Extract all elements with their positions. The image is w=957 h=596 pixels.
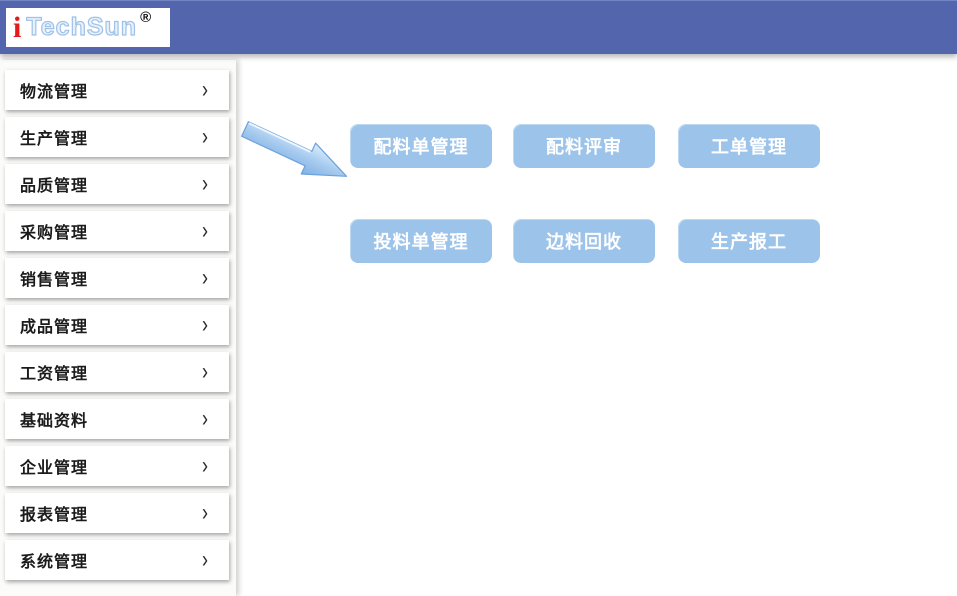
sidebar-item-label: 品质管理 (20, 178, 89, 195)
sidebar-item-label: 成品管理 (20, 319, 89, 336)
sidebar-item-label: 物流管理 (20, 84, 89, 101)
button-batching-review[interactable]: 配料评审 (513, 124, 655, 168)
sidebar-item-basic-data[interactable]: 基础资料 › (5, 399, 229, 439)
chevron-right-icon: › (202, 405, 208, 432)
sidebar-item-label: 企业管理 (20, 460, 89, 477)
sidebar-item-logistics[interactable]: 物流管理 › (5, 70, 229, 110)
button-feeding-list-management[interactable]: 投料单管理 (350, 219, 492, 263)
sidebar-item-label: 生产管理 (20, 131, 89, 148)
app-header: i TechSun ® (0, 0, 957, 54)
sidebar-item-label: 系统管理 (20, 554, 89, 571)
sidebar-item-reports[interactable]: 报表管理 › (5, 493, 229, 533)
logo-i-mark: i (13, 10, 22, 44)
sidebar-item-system[interactable]: 系统管理 › (5, 540, 229, 580)
chevron-right-icon: › (202, 76, 208, 103)
chevron-right-icon: › (202, 311, 208, 338)
chevron-right-icon: › (202, 546, 208, 573)
sidebar-item-production[interactable]: 生产管理 › (5, 117, 229, 157)
logo-brand-text: TechSun (26, 13, 138, 41)
sidebar-item-payroll[interactable]: 工资管理 › (5, 352, 229, 392)
sidebar-item-label: 基础资料 (20, 413, 89, 430)
chevron-right-icon: › (202, 358, 208, 385)
sidebar-item-label: 工资管理 (20, 366, 89, 383)
chevron-right-icon: › (202, 217, 208, 244)
button-production-reporting[interactable]: 生产报工 (678, 219, 820, 263)
button-scrap-recycling[interactable]: 边料回收 (513, 219, 655, 263)
sidebar-item-label: 报表管理 (20, 507, 89, 524)
chevron-right-icon: › (202, 264, 208, 291)
chevron-right-icon: › (202, 499, 208, 526)
sidebar-item-procurement[interactable]: 采购管理 › (5, 211, 229, 251)
button-work-order-management[interactable]: 工单管理 (678, 124, 820, 168)
sidebar-item-finished-goods[interactable]: 成品管理 › (5, 305, 229, 345)
logo: i TechSun ® (6, 8, 170, 47)
sidebar-item-quality[interactable]: 品质管理 › (5, 164, 229, 204)
chevron-right-icon: › (202, 170, 208, 197)
chevron-right-icon: › (202, 123, 208, 150)
registered-trademark-icon: ® (140, 9, 152, 26)
sidebar-item-label: 销售管理 (20, 272, 89, 289)
sidebar-nav: 物流管理 › 生产管理 › 品质管理 › 采购管理 › 销售管理 › 成品管理 … (0, 60, 236, 596)
sidebar-item-label: 采购管理 (20, 225, 89, 242)
sidebar-item-enterprise[interactable]: 企业管理 › (5, 446, 229, 486)
button-batching-list-management[interactable]: 配料单管理 (350, 124, 492, 168)
chevron-right-icon: › (202, 452, 208, 479)
sidebar-item-sales[interactable]: 销售管理 › (5, 258, 229, 298)
